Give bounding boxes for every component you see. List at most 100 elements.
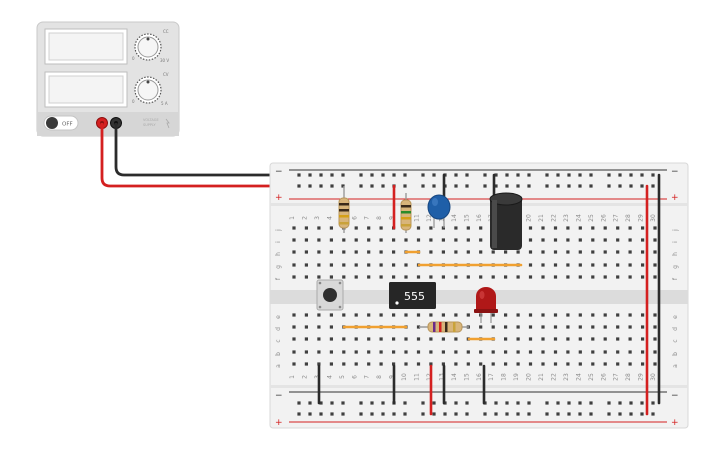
breadboard-hole[interactable] [370,184,374,188]
breadboard-hole[interactable] [466,362,470,366]
breadboard-hole[interactable] [578,401,582,405]
breadboard-hole[interactable] [504,325,508,329]
power-toggle[interactable]: OFF [43,115,79,131]
breadboard-hole[interactable] [421,412,425,416]
breadboard-hole[interactable] [404,313,408,317]
breadboard-hole[interactable] [591,238,595,242]
breadboard-hole[interactable] [465,401,469,405]
breadboard-hole[interactable] [491,313,495,317]
breadboard-hole[interactable] [308,173,312,177]
breadboard-hole[interactable] [483,184,487,188]
breadboard-hole[interactable] [329,250,333,254]
breadboard-hole[interactable] [379,362,383,366]
breadboard-hole[interactable] [566,226,570,230]
breadboard-hole[interactable] [308,184,312,188]
breadboard-hole[interactable] [628,313,632,317]
breadboard-hole[interactable] [443,412,447,416]
breadboard-hole[interactable] [566,238,570,242]
breadboard-hole[interactable] [465,173,469,177]
breadboard-hole[interactable] [292,337,296,341]
breadboard-hole[interactable] [441,238,445,242]
led[interactable] [474,287,498,323]
breadboard-hole[interactable] [297,184,301,188]
breadboard-hole[interactable] [527,412,531,416]
breadboard-hole[interactable] [466,238,470,242]
breadboard-hole[interactable] [379,337,383,341]
breadboard-hole[interactable] [479,350,483,354]
breadboard-hole[interactable] [578,238,582,242]
breadboard-hole[interactable] [342,250,346,254]
breadboard-hole[interactable] [516,184,520,188]
breadboard-hole[interactable] [304,238,308,242]
breadboard-hole[interactable] [603,250,607,254]
breadboard-hole[interactable] [483,173,487,177]
voltage-knob[interactable] [134,33,162,61]
breadboard-hole[interactable] [317,226,321,230]
breadboard-hole[interactable] [454,184,458,188]
breadboard-hole[interactable] [379,275,383,279]
breadboard-hole[interactable] [479,362,483,366]
breadboard-hole[interactable] [304,263,308,267]
breadboard-hole[interactable] [297,173,301,177]
breadboard-hole[interactable] [578,173,582,177]
breadboard-hole[interactable] [628,238,632,242]
breadboard-hole[interactable] [640,401,644,405]
breadboard-hole[interactable] [292,362,296,366]
breadboard-hole[interactable] [466,226,470,230]
breadboard-hole[interactable] [392,275,396,279]
breadboard-hole[interactable] [330,401,334,405]
breadboard-hole[interactable] [556,412,560,416]
breadboard-hole[interactable] [653,226,657,230]
breadboard-hole[interactable] [421,401,425,405]
breadboard-hole[interactable] [421,184,425,188]
breadboard-hole[interactable] [618,412,622,416]
breadboard-hole[interactable] [342,350,346,354]
breadboard-hole[interactable] [441,362,445,366]
breadboard-hole[interactable] [589,401,593,405]
breadboard-hole[interactable] [545,412,549,416]
breadboard-hole[interactable] [392,238,396,242]
breadboard-hole[interactable] [541,362,545,366]
breadboard-hole[interactable] [392,337,396,341]
breadboard-hole[interactable] [641,263,645,267]
breadboard-hole[interactable] [292,226,296,230]
breadboard-hole[interactable] [553,275,558,279]
breadboard-hole[interactable] [566,362,570,366]
breadboard-hole[interactable] [359,401,363,405]
breadboard-hole[interactable] [553,250,558,254]
breadboard-hole[interactable] [367,275,371,279]
breadboard-hole[interactable] [541,337,545,341]
breadboard-hole[interactable] [616,238,620,242]
breadboard-hole[interactable] [429,337,433,341]
breadboard-hole[interactable] [317,275,321,279]
breadboard-hole[interactable] [304,325,308,329]
breadboard-hole[interactable] [528,337,533,341]
breadboard-hole[interactable] [317,238,321,242]
breadboard-hole[interactable] [603,263,607,267]
breadboard-hole[interactable] [304,362,308,366]
breadboard-hole[interactable] [618,173,622,177]
resistor-3[interactable] [419,321,469,333]
breadboard-hole[interactable] [342,275,346,279]
breadboard-hole[interactable] [370,401,374,405]
breadboard-hole[interactable] [618,184,622,188]
breadboard-hole[interactable] [491,275,495,279]
breadboard-hole[interactable] [367,362,371,366]
breadboard-hole[interactable] [479,226,483,230]
breadboard-hole[interactable] [628,325,632,329]
breadboard-hole[interactable] [616,325,620,329]
breadboard-hole[interactable] [319,401,323,405]
breadboard-hole[interactable] [292,350,296,354]
breadboard-hole[interactable] [454,250,458,254]
breadboard-hole[interactable] [392,412,396,416]
breadboard-hole[interactable] [491,250,495,254]
breadboard-hole[interactable] [616,313,620,317]
breadboard-hole[interactable] [432,412,436,416]
breadboard-hole[interactable] [616,337,620,341]
breadboard-hole[interactable] [416,313,421,317]
breadboard-hole[interactable] [441,250,445,254]
breadboard-hole[interactable] [359,184,363,188]
breadboard-hole[interactable] [403,173,407,177]
breadboard-hole[interactable] [541,263,545,267]
breadboard-hole[interactable] [516,275,520,279]
